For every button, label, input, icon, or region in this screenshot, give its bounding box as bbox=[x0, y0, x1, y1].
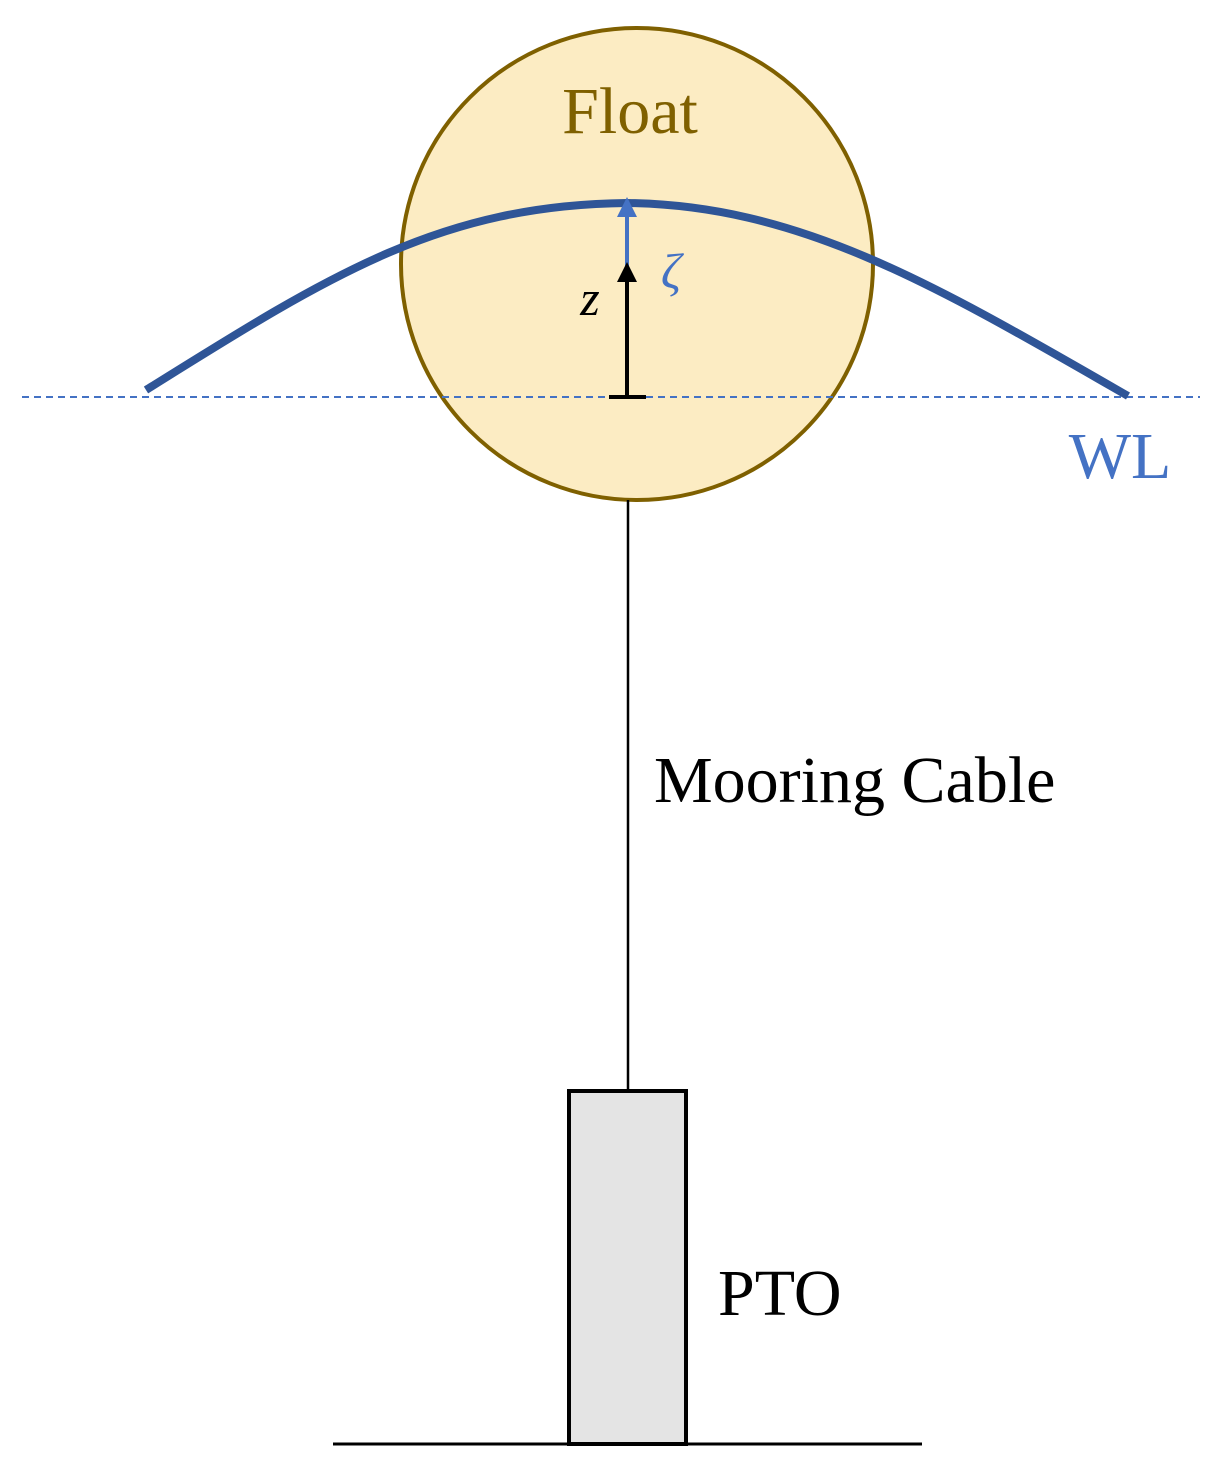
mooring-cable-label: Mooring Cable bbox=[654, 744, 1055, 817]
pto-label: PTO bbox=[718, 1257, 842, 1330]
float-label: Float bbox=[562, 75, 698, 148]
z-label: z bbox=[579, 270, 599, 326]
zeta-label: ζ bbox=[661, 243, 685, 299]
water-level-label: WL bbox=[1069, 420, 1172, 493]
pto-unit bbox=[567, 1089, 688, 1446]
